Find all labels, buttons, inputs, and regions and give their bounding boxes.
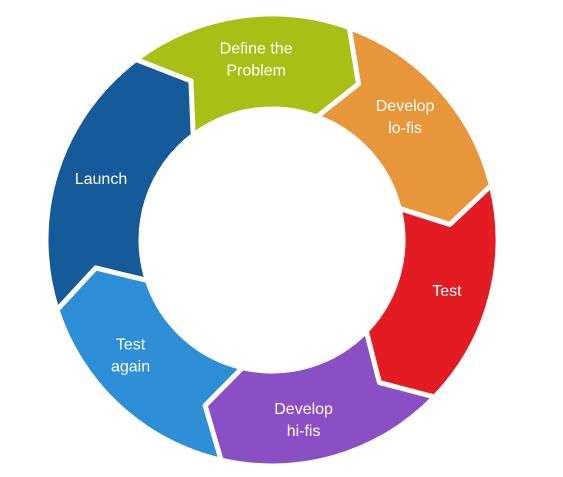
label-develop-hi-fis-line-2: hi-fis xyxy=(287,423,321,440)
label-develop-lo-fis-line-2: lo-fis xyxy=(388,120,422,137)
label-develop-hi-fis-line-1: Develop xyxy=(274,401,333,418)
label-develop-lo-fis-line-1: Develop xyxy=(376,98,435,115)
label-test-line-1: Test xyxy=(432,283,462,300)
cycle-segments xyxy=(43,11,501,469)
label-test-again-line-2: again xyxy=(111,359,150,376)
label-launch-line-1: Launch xyxy=(75,171,128,188)
cycle-labels: Define theProblemDeveloplo-fisTestDevelo… xyxy=(75,41,462,441)
label-test-again-line-1: Test xyxy=(116,337,146,354)
label-define-the-problem-line-1: Define the xyxy=(220,41,293,58)
label-define-the-problem-line-2: Problem xyxy=(226,63,286,80)
segment-launch xyxy=(43,57,196,313)
